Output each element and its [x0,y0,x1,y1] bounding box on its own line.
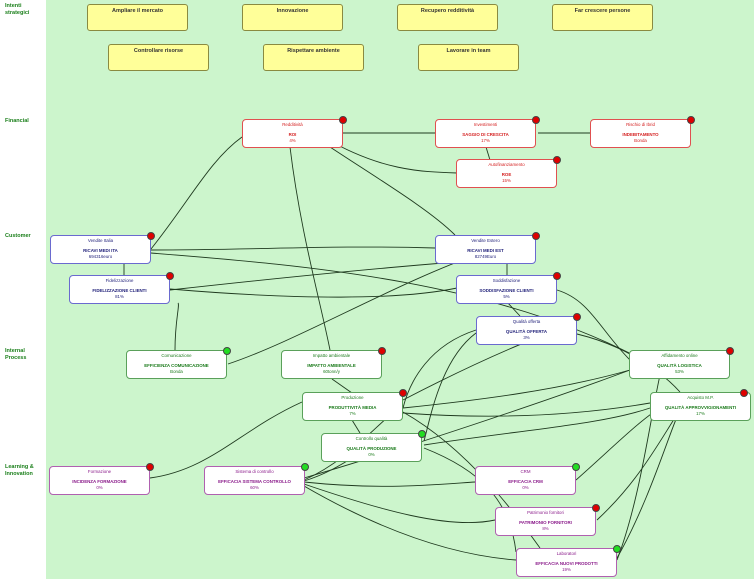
status-indicator-red [726,347,734,355]
lane-label-internal: Internal Process [5,348,27,361]
status-indicator-green [223,347,231,355]
status-indicator-red [532,232,540,240]
intent-innovazione[interactable]: Innovazione [242,4,343,31]
status-indicator-red [166,272,174,280]
intent-team[interactable]: Lavorare in team [418,44,519,71]
status-indicator-red [339,116,347,124]
status-indicator-red [687,116,695,124]
intent-ampliare[interactable]: Ampliare il mercato [87,4,188,31]
intent-recupero[interactable]: Recupero redditività [397,4,498,31]
status-indicator-green [613,545,621,553]
lane-label-customer: Customer [5,233,31,239]
status-indicator-red [146,463,154,471]
status-indicator-red [573,313,581,321]
perspective-sidebar: Intenti strategici Financial Customer In… [0,0,46,579]
status-indicator-red [147,232,155,240]
status-indicator-red [399,389,407,397]
status-indicator-red [740,389,748,397]
lane-label-financial: Financial [5,118,29,124]
status-indicator-green [301,463,309,471]
status-indicator-red [553,156,561,164]
lane-label-intenti: Intenti strategici [5,3,30,16]
status-indicator-red [592,504,600,512]
status-indicator-red [532,116,540,124]
intent-controllare[interactable]: Controllare risorse [108,44,209,71]
status-indicator-green [572,463,580,471]
lane-label-learning: Learning & Innovation [5,464,34,477]
status-indicator-green [418,430,426,438]
status-indicator-red [378,347,386,355]
intent-crescere[interactable]: Far crescere persone [552,4,653,31]
status-indicator-red [553,272,561,280]
intent-ambiente[interactable]: Rispettare ambiente [263,44,364,71]
